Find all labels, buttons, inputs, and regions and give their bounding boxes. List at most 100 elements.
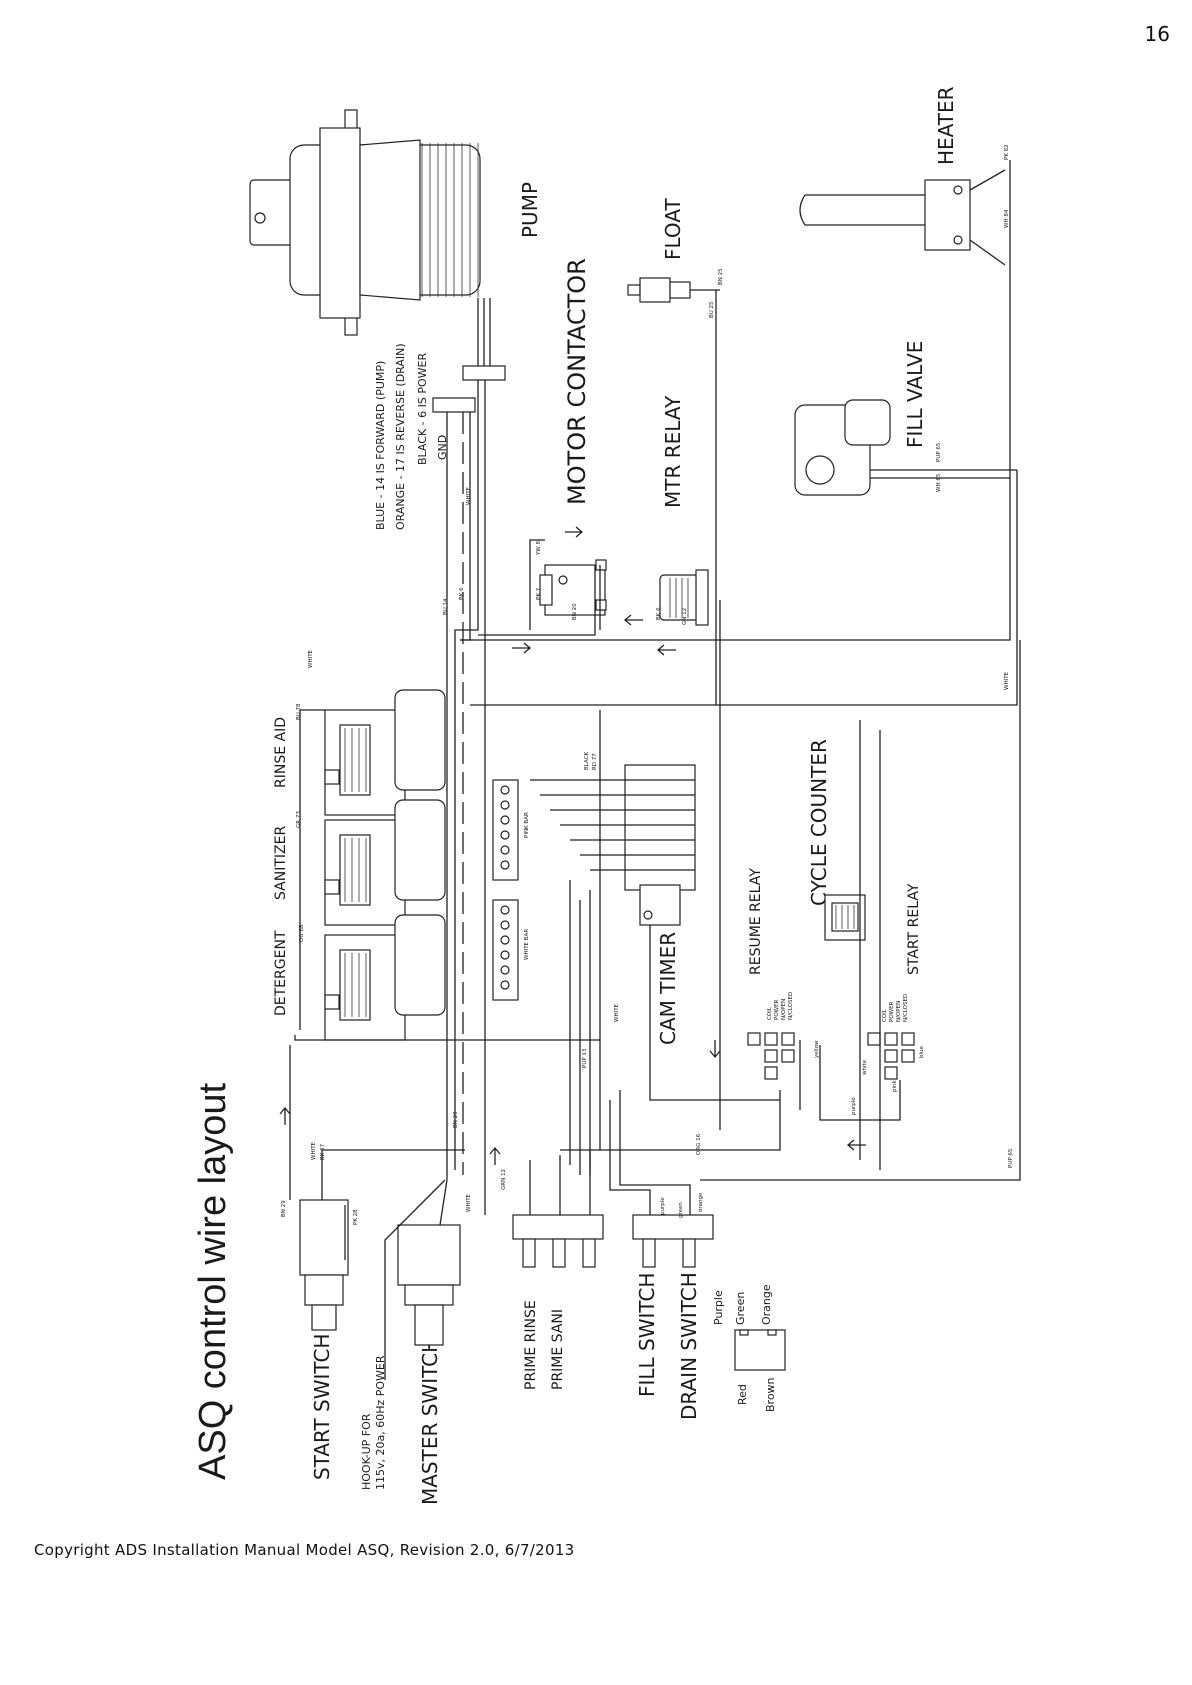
resume-relay-pin-nc: N/CLOSED bbox=[788, 992, 794, 1020]
start-relay bbox=[867, 1032, 915, 1080]
label-fill-valve: FILL VALVE bbox=[903, 341, 927, 448]
fill-drain-switches bbox=[632, 1214, 714, 1268]
wire-label: WH 65 bbox=[936, 473, 942, 492]
wire-label: WHITE bbox=[466, 1193, 472, 1212]
label-cycle-counter: CYCLE COUNTER bbox=[807, 739, 831, 906]
label-master-switch: MASTER SWITCH bbox=[418, 1338, 442, 1505]
label-rinse-aid: RINSE AID bbox=[273, 717, 289, 788]
label-heater: HEATER bbox=[934, 86, 958, 165]
legend-red: Red bbox=[736, 1384, 749, 1405]
wire-label: yellow bbox=[814, 1040, 820, 1058]
wire-label: RD 77 bbox=[592, 753, 598, 770]
pump-note-gnd: GND bbox=[436, 435, 449, 460]
wire-label: BK 6 bbox=[459, 587, 465, 600]
wire-label: BK 37 bbox=[320, 1143, 326, 1160]
wire-label: PK 82 bbox=[1004, 144, 1010, 160]
start-relay-pin-power: POWER bbox=[889, 1001, 895, 1022]
legend-green: Green bbox=[734, 1292, 747, 1325]
label-start-switch: START SWITCH bbox=[310, 1334, 334, 1480]
resume-relay bbox=[747, 1032, 795, 1080]
label-float: FLOAT bbox=[661, 198, 685, 260]
label-mtr-relay: MTR RELAY bbox=[661, 395, 685, 508]
cam-timer bbox=[624, 764, 696, 926]
wire-label: ORG 16 bbox=[696, 1133, 702, 1155]
wire-label: white bbox=[862, 1059, 868, 1075]
wire-label: orange bbox=[698, 1192, 704, 1212]
rinse-aid-pump bbox=[324, 689, 446, 816]
legend-orange: Orange bbox=[760, 1284, 773, 1325]
wire-label: blue bbox=[919, 1045, 925, 1058]
white-bar-label: WHITE BAR bbox=[524, 929, 530, 960]
wire-label: purple bbox=[660, 1197, 666, 1215]
wire-label: BU 14 bbox=[443, 598, 449, 615]
label-prime-rinse: PRIME RINSE bbox=[523, 1300, 539, 1390]
wire-label: BU 25 bbox=[709, 301, 715, 318]
pink-bar-label: PINK BAR bbox=[524, 812, 530, 838]
float-switch bbox=[627, 277, 720, 705]
wire-label: BU 78 bbox=[296, 703, 302, 720]
start-relay-pin-nc: N/CLOSED bbox=[903, 994, 909, 1022]
label-hookup-2: 115v, 20a, 60Hz POWER bbox=[374, 1355, 387, 1490]
start-relay-pin-no: N/OPEN bbox=[896, 1001, 902, 1022]
label-detergent: DETERGENT bbox=[273, 930, 289, 1016]
page-number: 16 bbox=[1144, 22, 1170, 46]
switch-legend-block bbox=[734, 1329, 786, 1371]
wire-label: OG 68 bbox=[299, 924, 305, 942]
label-start-relay: START RELAY bbox=[906, 883, 922, 975]
label-resume-relay: RESUME RELAY bbox=[748, 868, 764, 975]
wire-label: pink bbox=[892, 1079, 898, 1092]
wire-label: PUP 65 bbox=[1008, 1148, 1014, 1168]
pump-note-reverse: ORANGE - 17 IS REVERSE (DRAIN) bbox=[394, 343, 407, 530]
wire-harness bbox=[289, 160, 1021, 1380]
wire-label: WHITE bbox=[466, 486, 472, 505]
label-cam-timer: CAM TIMER bbox=[656, 932, 680, 1045]
wire-label: PUP 13 bbox=[582, 1048, 588, 1068]
sanitizer-pump bbox=[324, 799, 446, 926]
wire-label: WHITE bbox=[614, 1003, 620, 1022]
wire-label: BN 25 bbox=[718, 268, 724, 285]
wire-label: GR 73 bbox=[296, 811, 302, 828]
wire-label: PK 7 bbox=[536, 587, 542, 600]
wire-label: WHITE bbox=[1004, 671, 1010, 690]
wire-label: GN 12 bbox=[682, 608, 688, 625]
wire-label: BN 20 bbox=[572, 603, 578, 620]
master-switch bbox=[397, 1224, 461, 1346]
wire-label: green bbox=[678, 1202, 684, 1218]
diagram-title: ASQ control wire layout bbox=[192, 1083, 234, 1480]
resume-relay-pin-power: POWER bbox=[774, 999, 780, 1020]
label-motor-contactor: MOTOR CONTACTOR bbox=[563, 258, 591, 505]
white-bar: WHITE BAR bbox=[492, 899, 530, 1001]
wire-label: GRN 12 bbox=[501, 1169, 507, 1190]
pump-note-forward: BLUE - 14 IS FORWARD (PUMP) bbox=[374, 361, 387, 530]
cycle-counter bbox=[824, 894, 866, 941]
resume-relay-pin-coil: COIL bbox=[767, 1006, 773, 1020]
wire-label: BN 29 bbox=[453, 1111, 459, 1128]
wire-label: BK 6 bbox=[656, 607, 662, 620]
wire-label: PK 28 bbox=[353, 1209, 359, 1225]
label-prime-sani: PRIME SANI bbox=[550, 1309, 566, 1390]
wire-label: purple bbox=[851, 1097, 857, 1115]
label-drain-switch: DRAIN SWITCH bbox=[677, 1272, 701, 1420]
resume-relay-pin-no: N/OPEN bbox=[781, 999, 787, 1020]
pump-motor bbox=[249, 109, 506, 413]
legend-purple: Purple bbox=[712, 1290, 725, 1325]
label-pump: PUMP bbox=[518, 182, 542, 238]
legend-brown: Brown bbox=[764, 1377, 777, 1412]
start-switch bbox=[299, 1199, 349, 1331]
heater-element bbox=[799, 169, 1006, 266]
wire-label: WHITE bbox=[308, 649, 314, 668]
detergent-pump bbox=[324, 914, 446, 1041]
wire-code-labels: WHITE BU 78 GR 73 OG 68 BU 14 BK 6 WHITE… bbox=[281, 144, 1014, 1225]
mtr-relay bbox=[659, 569, 709, 626]
wire-label: WH 84 bbox=[1004, 209, 1010, 228]
wire-label: BN 29 bbox=[281, 1200, 287, 1217]
pump-note-power: BLACK - 6 IS POWER bbox=[416, 353, 429, 465]
wire-label: WHITE bbox=[311, 1141, 317, 1160]
label-sanitizer: SANITIZER bbox=[273, 826, 289, 900]
copyright-footer: Copyright ADS Installation Manual Model … bbox=[34, 1541, 575, 1559]
wire-label: PUP 65 bbox=[936, 442, 942, 462]
fill-valve bbox=[794, 399, 1017, 496]
label-hookup-1: HOOK-UP FOR bbox=[360, 1413, 373, 1490]
label-fill-switch: FILL SWITCH bbox=[635, 1273, 659, 1397]
